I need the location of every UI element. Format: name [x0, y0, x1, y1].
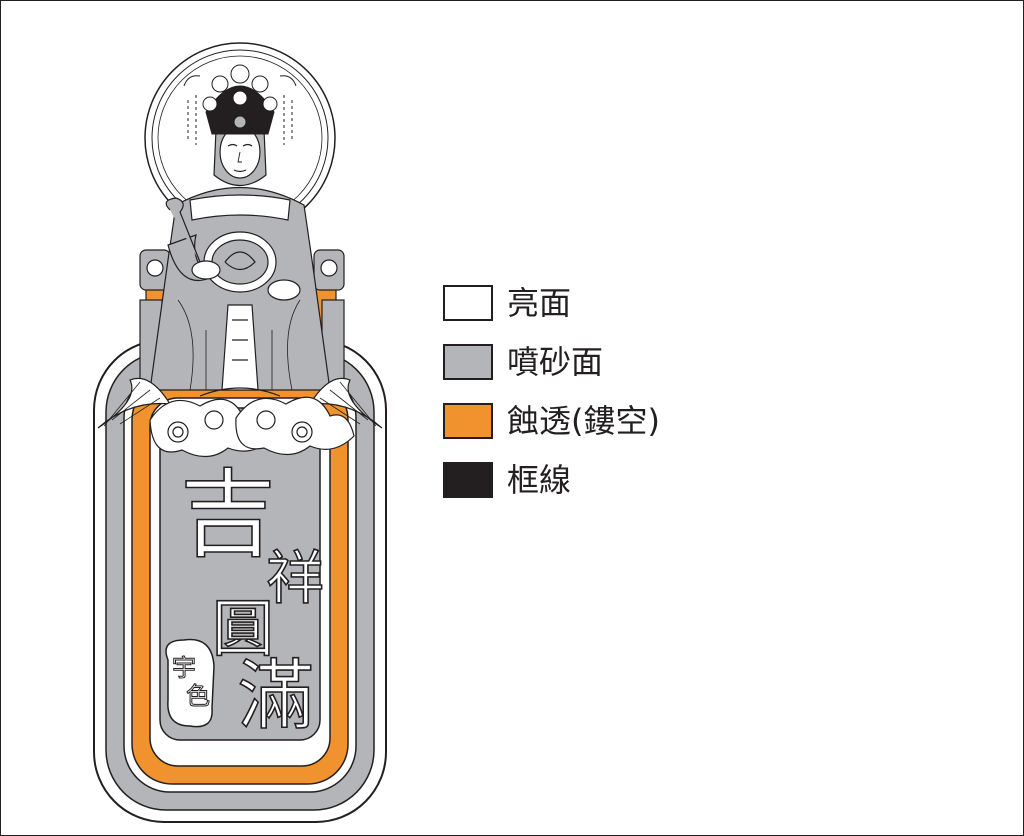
seal-char-1: 宇: [172, 654, 196, 682]
calligraphy-char-4: 滿: [238, 651, 314, 740]
calligraphy-char-1: 吉: [180, 459, 276, 571]
legend-swatch-etch: [443, 403, 493, 439]
crown-icon: [183, 64, 297, 145]
legend-label-bright: 亮面: [507, 284, 572, 322]
legend-item-etch: 蝕透(鏤空): [443, 401, 660, 441]
calligraphy: 吉 祥 圓 滿: [179, 458, 325, 741]
legend-label-sandblast: 噴砂面: [507, 343, 604, 381]
legend: 亮面 噴砂面 蝕透(鏤空) 框線: [443, 283, 660, 519]
cloud-wings: [97, 377, 383, 458]
legend-swatch-bright: [443, 285, 493, 321]
legend-item-bright: 亮面: [443, 283, 660, 323]
legend-item-frame: 框線: [443, 460, 660, 500]
seal-char-2: 色: [186, 682, 210, 710]
seal-stamp: 宇 色: [165, 638, 215, 728]
legend-label-frame: 框線: [507, 461, 572, 499]
legend-label-etch: 蝕透(鏤空): [507, 402, 660, 440]
calligraphy-char-2: 祥: [266, 544, 324, 612]
deity-figure: [149, 186, 331, 391]
deity-head: [213, 125, 267, 187]
legend-swatch-sandblast: [443, 344, 493, 380]
legend-swatch-frame: [443, 462, 493, 498]
legend-item-sandblast: 噴砂面: [443, 342, 660, 382]
calligraphy-char-3: 圓: [212, 592, 274, 665]
